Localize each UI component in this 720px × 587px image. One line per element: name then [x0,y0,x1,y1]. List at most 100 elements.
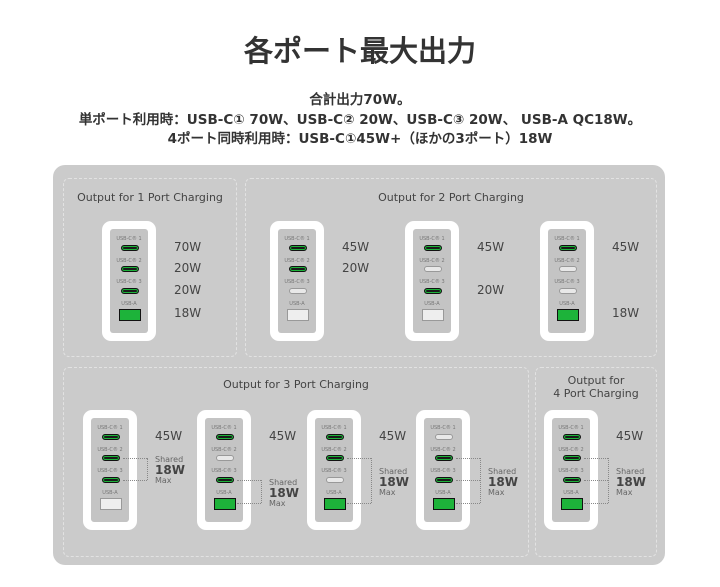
usb-c-port-icon [102,477,120,483]
port-wattage: 45W [155,429,183,443]
usb-c-port-icon [435,455,453,461]
port-label: USB-C® 1 [284,236,310,242]
port-wattage: 45W [342,240,370,254]
port-label: USB-C® 3 [284,279,310,285]
port-wattage: 20W [342,261,370,275]
port-label: USB-A [216,490,232,496]
port-label: USB-C® 2 [558,447,584,453]
shared-max: Max [616,487,633,497]
port-label: USB-C® 1 [554,236,580,242]
port-label: USB-C® 1 [97,425,123,431]
shared-bracket-line [456,503,480,504]
shared-bracket-line [237,480,261,481]
usb-c-port-icon [563,434,581,440]
port-label: USB-C® 3 [116,279,142,285]
usb-c-port-icon [102,455,120,461]
shared-label: Shared [155,455,184,464]
shared-bracket-line [480,458,481,503]
port-wattage: 45W [477,240,505,254]
usb-c-port-icon [121,245,139,251]
panel-title: Output for 4 Port Charging [553,374,639,400]
usb-c-port-icon [563,455,581,461]
port-label: USB-C® 1 [116,236,142,242]
output-panel-3-port: Output for 3 Port Charging [63,367,529,557]
shared-bracket-line [347,503,371,504]
port-label: USB-C® 3 [554,279,580,285]
port-label: USB-C® 3 [321,468,347,474]
four-port-text: 4ポート同時利用時：USB-C①45W+（ほかの3ポート）18W [167,131,553,147]
shared-label: Shared [488,466,517,476]
usb-c-port-icon [326,455,344,461]
usb-c-port-icon [102,434,120,440]
usb-a-port-icon [557,309,579,321]
port-label: USB-A [435,490,451,496]
page-title: 各ポート最大出力 [243,34,476,68]
usb-c-port-icon [435,434,453,440]
usb-c-port-icon [559,245,577,251]
shared-max: Max [155,476,172,485]
shared-bracket-line [347,458,371,459]
shared-bracket-line [261,480,262,503]
usb-c-port-icon [424,245,442,251]
shared-bracket-line [123,480,147,481]
port-wattage: 20W [477,283,505,297]
port-label: USB-A [326,490,342,496]
shared-value: 18W [488,474,518,489]
usb-a-port-icon [422,309,444,321]
usb-c-port-icon [121,288,139,294]
port-label: USB-C® 1 [321,425,347,431]
shared-max: Max [488,487,505,497]
port-wattage: 45W [379,429,407,443]
shared-bracket-line [584,458,608,459]
port-label: USB-C® 2 [284,258,310,264]
usb-c-port-icon [326,477,344,483]
usb-a-port-icon [119,309,141,321]
port-wattage: 70W [174,240,202,254]
usb-c-port-icon [435,477,453,483]
usb-c-port-icon [559,266,577,272]
port-label: USB-C® 1 [211,425,237,431]
usb-c-port-icon [289,266,307,272]
panel-title: Output for 2 Port Charging [378,191,524,204]
shared-max: Max [379,487,396,497]
shared-bracket-line [608,458,609,503]
usb-a-port-icon [214,498,236,510]
single-port-text: 単ポート利用時：USB-C① 70W、USB-C② 20W、USB-C③ 20W… [78,112,642,128]
total-output-text: 合計出力70W。 [309,92,411,108]
shared-bracket-line [456,480,480,481]
usb-a-port-icon [324,498,346,510]
output-panel-2-port: Output for 2 Port Charging [245,178,657,357]
port-label: USB-C® 2 [430,447,456,453]
port-label: USB-C® 2 [321,447,347,453]
usb-c-port-icon [424,288,442,294]
shared-bracket-line [237,503,261,504]
shared-value: 18W [269,485,299,500]
usb-a-port-icon [287,309,309,321]
shared-value: 18W [616,474,646,489]
port-label: USB-C® 3 [97,468,123,474]
shared-bracket-line [123,458,147,459]
shared-value: 18W [379,474,409,489]
port-label: USB-C® 3 [558,468,584,474]
port-label: USB-C® 3 [430,468,456,474]
port-wattage: 45W [269,429,297,443]
shared-bracket-line [584,480,608,481]
port-wattage: 45W [616,429,644,443]
usb-c-port-icon [326,434,344,440]
shared-label: Shared [379,466,408,476]
usb-c-port-icon [216,477,234,483]
port-label: USB-C® 1 [430,425,456,431]
usb-c-port-icon [559,288,577,294]
port-wattage: 18W [612,306,640,320]
usb-c-port-icon [121,266,139,272]
port-label: USB-A [559,301,575,307]
